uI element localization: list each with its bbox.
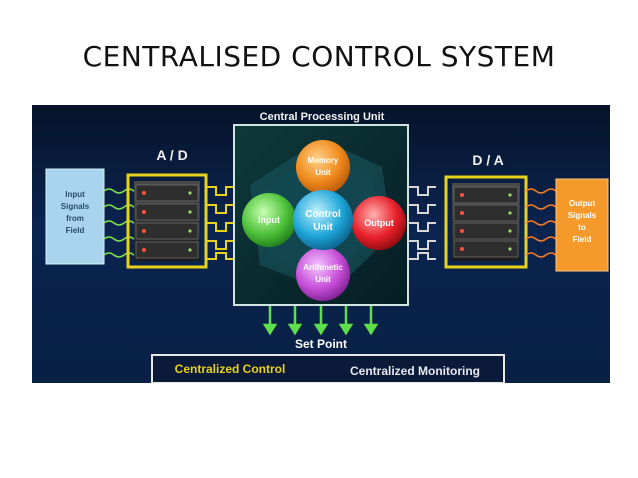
diagram-photo: Input Signals from Field A / D Central P… — [32, 105, 610, 383]
input-box-line-3: from — [66, 214, 84, 223]
centralized-control-label: Centralized Control — [175, 362, 286, 376]
input-box-line-1: Input — [65, 190, 85, 199]
memory-unit: Memory Unit — [296, 140, 350, 194]
ad-to-cpu-connectors — [206, 186, 234, 260]
output-signals-box: Output Signals to Field — [555, 178, 609, 272]
input-signals-box: Input Signals from Field — [45, 168, 105, 265]
centralized-bar: Centralized Control Centralized Monitori… — [151, 354, 505, 383]
control-line-2: Unit — [313, 222, 333, 233]
cpu-to-da-connectors — [408, 186, 436, 260]
input-unit: Input — [242, 193, 296, 247]
output-box-line-2: Signals — [568, 211, 597, 220]
memory-line-2: Unit — [315, 168, 331, 177]
cpu-title: Central Processing Unit — [260, 111, 385, 123]
ad-label: A / D — [156, 147, 187, 163]
slide-title: CENTRALISED CONTROL SYSTEM — [82, 40, 556, 73]
output-unit: Output — [352, 196, 406, 250]
da-converter-rack — [444, 175, 528, 269]
set-point-label: Set Point — [295, 337, 347, 351]
input-box-line-4: Field — [66, 226, 85, 235]
arithmetic-unit: Arithmetic Unit — [296, 247, 350, 301]
input-box-line-2: Signals — [61, 202, 90, 211]
arithmetic-line-2: Unit — [315, 275, 331, 284]
input-circle-label: Input — [258, 215, 280, 225]
output-box-line-1: Output — [569, 199, 596, 208]
set-point-arrows — [262, 306, 379, 336]
ad-converter-rack — [126, 173, 208, 269]
control-system-diagram: Input Signals from Field A / D Central P… — [45, 111, 609, 383]
centralized-monitoring-label: Centralized Monitoring — [350, 364, 480, 378]
memory-line-1: Memory — [308, 156, 339, 165]
arithmetic-line-1: Arithmetic — [303, 263, 343, 272]
control-unit: Control Unit — [293, 190, 353, 250]
output-box-line-3: to — [578, 223, 586, 232]
control-line-1: Control — [305, 209, 341, 220]
da-label: D / A — [472, 152, 503, 168]
output-box-line-4: Field — [573, 235, 592, 244]
output-circle-label: Output — [364, 218, 394, 228]
